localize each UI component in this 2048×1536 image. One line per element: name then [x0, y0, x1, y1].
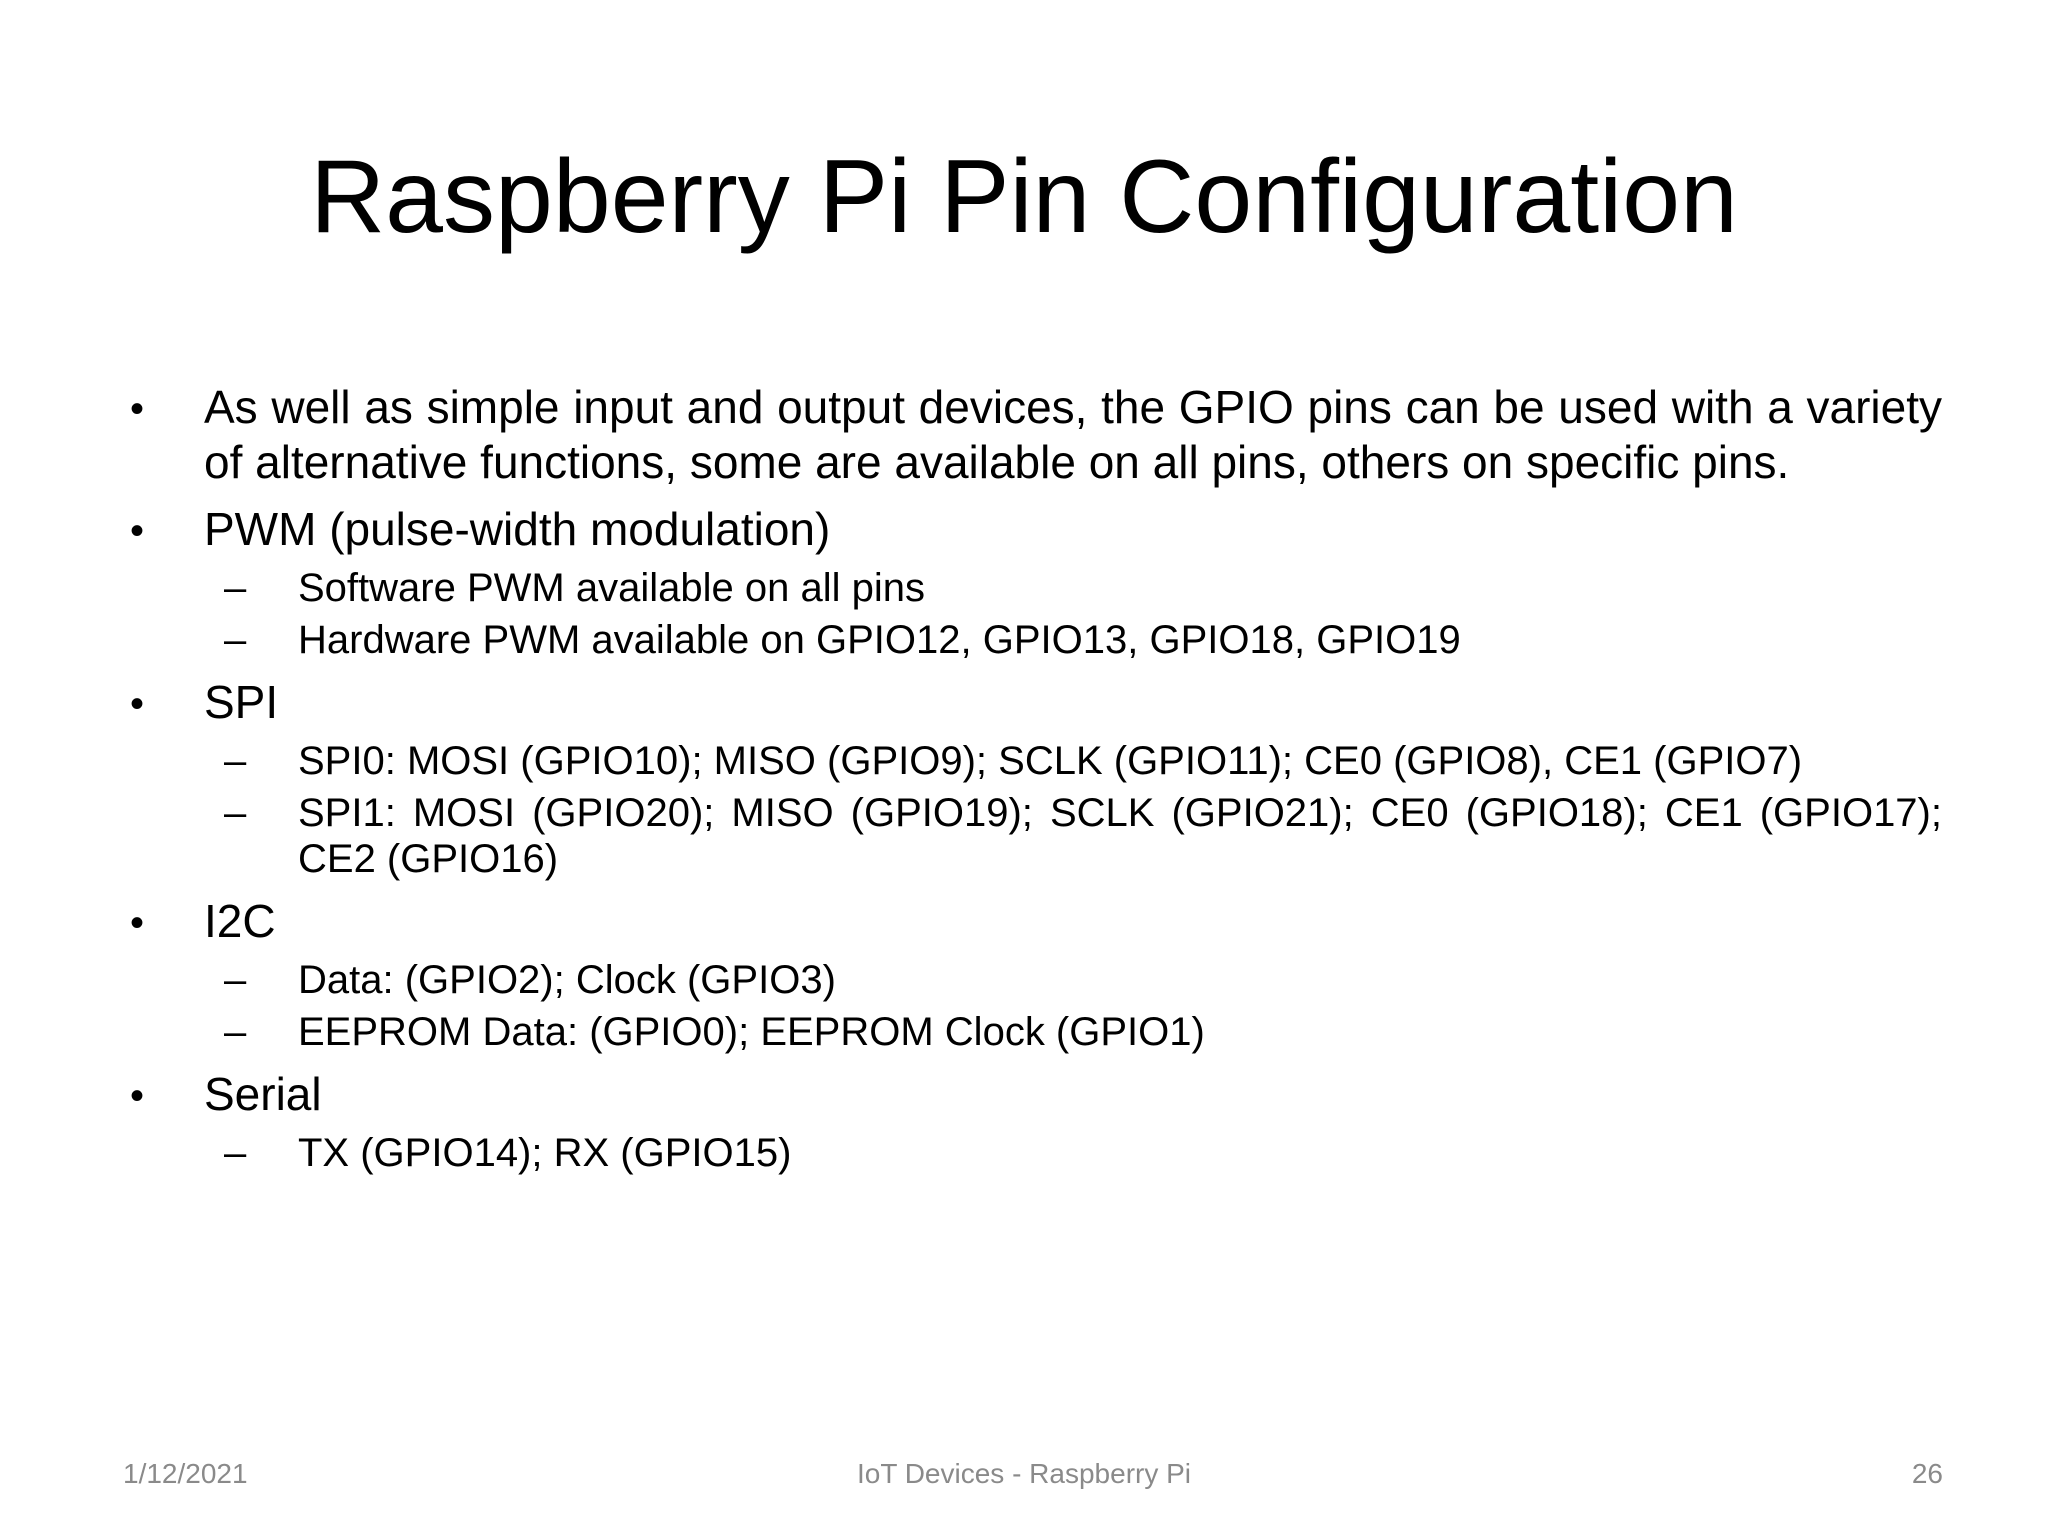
bullet-item: • As well as simple input and output dev… — [130, 380, 1942, 490]
bullet-text: As well as simple input and output devic… — [204, 381, 1942, 488]
sub-bullet-text: EEPROM Data: (GPIO0); EEPROM Clock (GPIO… — [298, 1010, 1205, 1054]
footer-date: 1/12/2021 — [123, 1458, 248, 1489]
footer-page-number: 26 — [1911, 1458, 1943, 1489]
sub-bullet-text: SPI1: MOSI (GPIO20); MISO (GPIO19); SCLK… — [298, 791, 1942, 881]
bullet-icon: • — [130, 682, 145, 726]
sub-bullet-item: – Hardware PWM available on GPIO12, GPIO… — [224, 617, 1942, 663]
sub-bullet-item: – SPI0: MOSI (GPIO10); MISO (GPIO9); SCL… — [224, 738, 1942, 784]
bullet-text: Serial — [204, 1068, 322, 1120]
sub-bullet-item: – SPI1: MOSI (GPIO20); MISO (GPIO19); SC… — [224, 790, 1942, 882]
dash-icon: – — [224, 1010, 247, 1054]
bullet-item: • SPI — [130, 675, 1942, 732]
sub-bullet-text: Data: (GPIO2); Clock (GPIO3) — [298, 958, 836, 1002]
bullet-icon: • — [130, 509, 145, 553]
sub-bullet-item: – EEPROM Data: (GPIO0); EEPROM Clock (GP… — [224, 1009, 1942, 1055]
bullet-text: I2C — [204, 895, 276, 947]
dash-icon: – — [224, 958, 247, 1002]
sub-bullet-item: – TX (GPIO14); RX (GPIO15) — [224, 1130, 1942, 1176]
dash-icon: – — [224, 739, 247, 783]
slide-title: Raspberry Pi Pin Configuration — [310, 139, 1738, 255]
sub-bullet-text: Software PWM available on all pins — [298, 566, 925, 610]
sub-bullet-text: TX (GPIO14); RX (GPIO15) — [298, 1131, 792, 1175]
bullet-icon: • — [130, 1074, 145, 1118]
bullet-text: SPI — [204, 676, 279, 728]
dash-icon: – — [224, 1131, 247, 1175]
bullet-text: PWM (pulse-width modulation) — [204, 503, 831, 555]
dash-icon: – — [224, 791, 247, 835]
sub-bullet-text: SPI0: MOSI (GPIO10); MISO (GPIO9); SCLK … — [298, 739, 1803, 783]
bullet-item: • I2C — [130, 894, 1942, 951]
footer-title: IoT Devices - Raspberry Pi — [856, 1458, 1192, 1489]
dash-icon: – — [224, 566, 247, 610]
bullet-item: • Serial — [130, 1067, 1942, 1124]
sub-bullet-item: – Data: (GPIO2); Clock (GPIO3) — [224, 957, 1942, 1003]
bullet-icon: • — [130, 387, 145, 431]
dash-icon: – — [224, 618, 247, 662]
bullet-list: • As well as simple input and output dev… — [130, 368, 1942, 1176]
bullet-item: • PWM (pulse-width modulation) — [130, 502, 1942, 559]
sub-bullet-item: – Software PWM available on all pins — [224, 565, 1942, 611]
sub-bullet-text: Hardware PWM available on GPIO12, GPIO13… — [298, 618, 1461, 662]
bullet-icon: • — [130, 901, 145, 945]
